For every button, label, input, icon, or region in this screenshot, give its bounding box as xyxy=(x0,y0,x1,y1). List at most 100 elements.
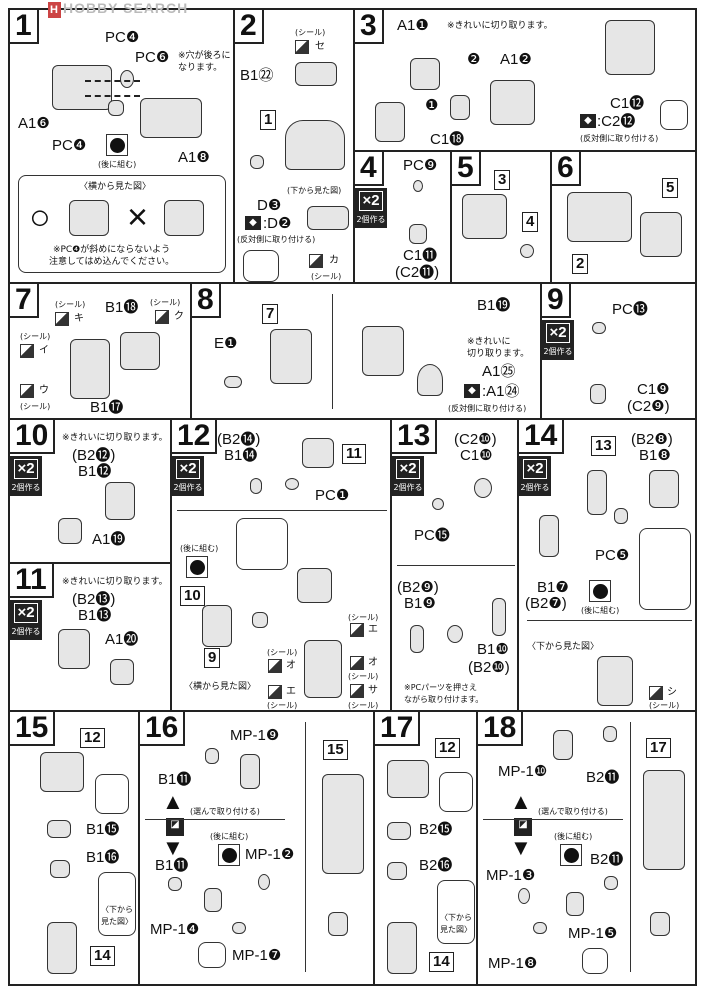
part-hand xyxy=(650,912,670,936)
part-b1-18 xyxy=(120,332,160,370)
seal-label: (シール) xyxy=(267,701,298,710)
part-hand xyxy=(553,730,573,760)
part-b1-11 xyxy=(168,877,182,891)
part-label: PC❾ xyxy=(403,157,438,174)
detail-inset xyxy=(437,880,475,944)
step-15-panel: 15 12 B1⓯ B1⓰ 〈下から 見た図〉 14 xyxy=(8,710,140,986)
seal-label: (シール) xyxy=(348,672,379,681)
part-label: E❶ xyxy=(214,335,238,352)
part-label: B2⓯ xyxy=(419,821,453,838)
part-label: PC❹ xyxy=(52,137,87,154)
x2-label: ×2 xyxy=(396,459,420,479)
part-d3 xyxy=(250,155,264,169)
step-number: 13 xyxy=(392,420,438,454)
part-hand xyxy=(240,754,260,789)
seal-id: エ xyxy=(368,624,378,635)
part-pc9 xyxy=(413,180,423,192)
seal-label: (シール) xyxy=(311,272,342,281)
part-label: A1❷ xyxy=(500,51,532,68)
part-label: (B2⓭) xyxy=(72,591,116,608)
part-pc5 xyxy=(614,508,628,524)
seal-label: (シール) xyxy=(267,648,298,657)
step-ref: 4 xyxy=(522,212,539,232)
note: ※きれいに 切り取ります。 xyxy=(467,337,530,359)
step-number: 1 xyxy=(10,10,39,44)
part-12 xyxy=(40,752,84,792)
part-assembly xyxy=(297,568,332,603)
step-6-panel: 6 5 2 xyxy=(550,150,697,284)
detail-inset xyxy=(243,250,279,282)
make2-label: 2個作る xyxy=(11,483,41,492)
part-13 xyxy=(587,470,607,515)
part-label: A1⓴ xyxy=(105,631,139,648)
part-label: MP-1❸ xyxy=(486,867,536,884)
note: (反対側に取り付ける) xyxy=(237,235,316,244)
part-14 xyxy=(47,922,77,974)
part-label: (B2❼) xyxy=(525,595,567,612)
detail-inset xyxy=(660,100,688,130)
seal-icon xyxy=(309,254,323,268)
part-a1-19 xyxy=(58,518,82,544)
part-bottom-view xyxy=(307,206,349,230)
part-label: B1❼ xyxy=(537,579,569,596)
part-b2-15 xyxy=(387,822,411,840)
note: ※穴が後ろに なります。 xyxy=(178,51,231,73)
choose-arrow-up: ▲ xyxy=(162,789,184,814)
part-label: MP-1❺ xyxy=(568,925,618,942)
seal-id: シ xyxy=(667,687,677,698)
step-ref: 10 xyxy=(180,586,205,606)
step-ref: 14 xyxy=(90,946,115,966)
step-ref: 15 xyxy=(323,740,348,760)
note: ※PC❹が斜めにならないよう 注意してはめ込んでください。 xyxy=(49,245,175,267)
divider xyxy=(483,819,623,820)
part-bottom-view xyxy=(597,656,633,706)
note: ※きれいに切り取ります。 xyxy=(447,21,553,31)
step-number: 11 xyxy=(10,564,54,598)
detail-inset xyxy=(98,872,136,936)
assemble-later-icon xyxy=(106,134,128,156)
divider xyxy=(527,620,692,621)
part-label: C1⓬ xyxy=(610,95,645,112)
part-label: D❸ xyxy=(257,197,282,214)
part-label: (B2❽) xyxy=(631,431,673,448)
part-assembly xyxy=(462,194,507,239)
part-hand xyxy=(328,912,348,936)
assemble-later-icon xyxy=(589,580,611,602)
part-label: MP-1❿ xyxy=(498,763,548,780)
opposite-side-icon: ◆ xyxy=(245,216,261,230)
seal-label: (シール) xyxy=(55,300,86,309)
make2-label: 2個作る xyxy=(173,483,203,492)
part-label: A1❽ xyxy=(178,149,210,166)
part-detail xyxy=(375,102,405,142)
part-assembly xyxy=(302,438,334,468)
part-label: (C2❿) xyxy=(454,431,497,448)
part-c1-9 xyxy=(590,384,606,404)
part-b1-10 xyxy=(492,598,506,636)
part-label: A1㉕ xyxy=(482,363,516,380)
step-ref: 3 xyxy=(494,170,511,190)
part-5 xyxy=(640,212,682,257)
seal-icon xyxy=(350,623,364,637)
side-view-inset: 〈横から見た図〉 ○ × ※PC❹が斜めにならないよう 注意してはめ込んでくださ… xyxy=(18,175,226,273)
part-a1-1 xyxy=(410,58,440,90)
note: (後に組む) xyxy=(98,160,137,169)
step-number: 9 xyxy=(542,284,571,318)
part-pc6 xyxy=(120,70,134,88)
seal-label: (シール) xyxy=(20,402,51,411)
step-ref: 2 xyxy=(572,254,589,274)
part-label: (B2⓮) xyxy=(217,431,261,448)
step-ref: 7 xyxy=(262,304,279,324)
detail-inset xyxy=(439,772,473,812)
part-b1-14 xyxy=(250,478,262,494)
part-pc4 xyxy=(108,100,124,116)
part-b2-16 xyxy=(387,862,407,880)
part-head-assembly xyxy=(362,326,404,376)
